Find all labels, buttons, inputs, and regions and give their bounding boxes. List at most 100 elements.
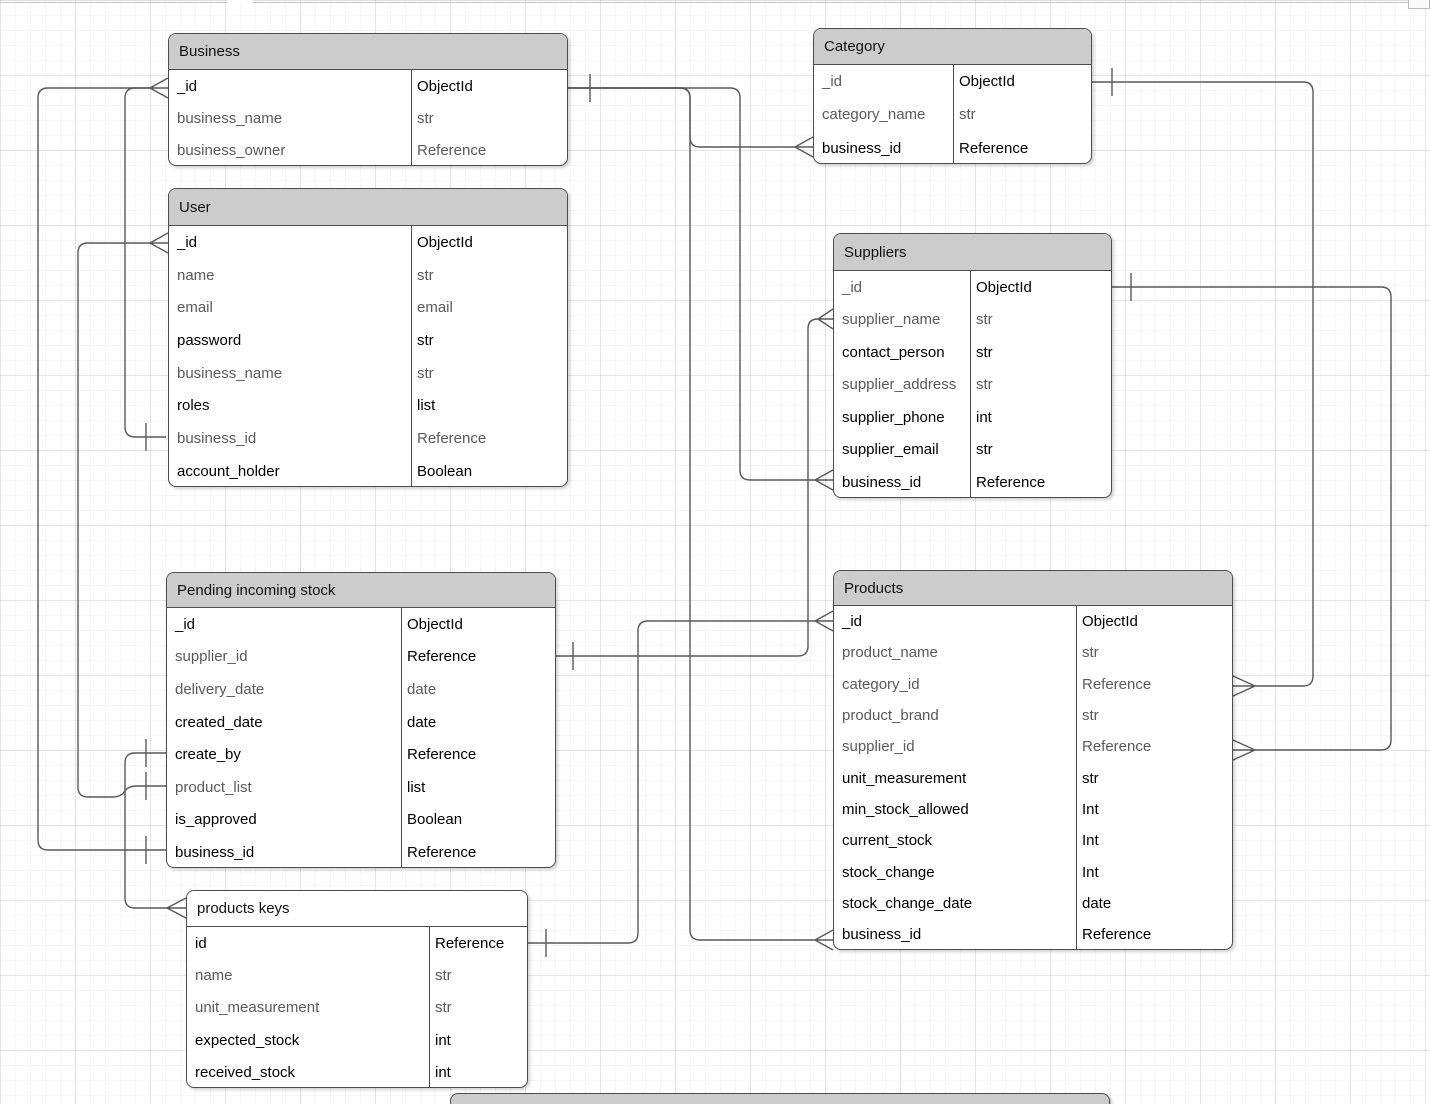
- field-type: Reference: [1082, 675, 1152, 693]
- field-type: str: [959, 106, 976, 124]
- field-name: business_id: [842, 926, 922, 944]
- edge-pending-business_id-to-business-_id[interactable]: [37, 77, 169, 864]
- field-name: product_name: [842, 644, 938, 662]
- field-type: str: [417, 109, 434, 127]
- field-name: _id: [842, 278, 863, 296]
- field-row-email[interactable]: email email: [169, 291, 567, 324]
- field-type: email: [417, 299, 453, 317]
- column-divider: [953, 65, 954, 163]
- field-row-product_name[interactable]: product_name str: [834, 637, 1232, 668]
- table-header[interactable]: Business: [169, 34, 567, 70]
- field-type: Int: [1082, 832, 1099, 850]
- field-row-expected_stock[interactable]: expected_stock int: [187, 1024, 527, 1056]
- field-row-category_name[interactable]: category_name str: [814, 98, 1091, 131]
- field-name: email: [177, 299, 213, 317]
- field-name: category_name: [822, 106, 926, 124]
- field-type: str: [435, 999, 452, 1017]
- table-header[interactable]: Pending incoming stock: [167, 573, 555, 608]
- edge-pending-create_by-to-products-keys[interactable]: [124, 739, 187, 919]
- table-header[interactable]: Category: [814, 29, 1091, 65]
- table-title: User: [179, 198, 211, 216]
- field-name: supplier_id: [842, 738, 915, 756]
- field-name: is_approved: [175, 811, 257, 829]
- canvas-top-boundary-gap: [227, 0, 253, 6]
- table-header[interactable]: User: [169, 189, 567, 226]
- field-name: password: [177, 331, 242, 349]
- field-name: business_name: [177, 109, 283, 127]
- edge-business-_id-to-suppliers-business_id[interactable]: [568, 87, 834, 491]
- edge-business-_id-to-products-business_id[interactable]: [568, 87, 834, 951]
- field-name: business_id: [822, 139, 902, 157]
- table-header[interactable]: products keys: [187, 891, 527, 927]
- field-type: str: [1082, 644, 1099, 662]
- field-type: list: [407, 778, 426, 796]
- field-name: min_stock_allowed: [842, 800, 969, 818]
- field-name: _id: [177, 233, 198, 251]
- partial-table-header-bottom[interactable]: [450, 1093, 1110, 1104]
- field-type: str: [1082, 707, 1099, 725]
- edge-products-keys-id-to-products-_id[interactable]: [528, 610, 834, 957]
- field-type: ObjectId: [976, 278, 1032, 296]
- field-row-business_name[interactable]: business_name str: [169, 102, 567, 134]
- edge-suppliers-_id-to-products-supplier_id[interactable]: [1112, 273, 1392, 761]
- field-name: expected_stock: [195, 1031, 300, 1049]
- edge-user-business_id-to-business-_id[interactable]: [124, 87, 166, 451]
- table-header[interactable]: Products: [834, 571, 1232, 606]
- field-type: int: [435, 1031, 451, 1049]
- table-header[interactable]: Suppliers: [834, 234, 1111, 271]
- edge-category-_id-to-products-category_id[interactable]: [1092, 68, 1314, 697]
- edge-pending-product_list-to-user-_id[interactable]: [77, 232, 169, 800]
- field-row-_id[interactable]: _id ObjectId: [834, 271, 1111, 304]
- field-name: _id: [842, 613, 863, 631]
- edge-pending-supplier_id-to-suppliers-supplier_name[interactable]: [556, 308, 834, 670]
